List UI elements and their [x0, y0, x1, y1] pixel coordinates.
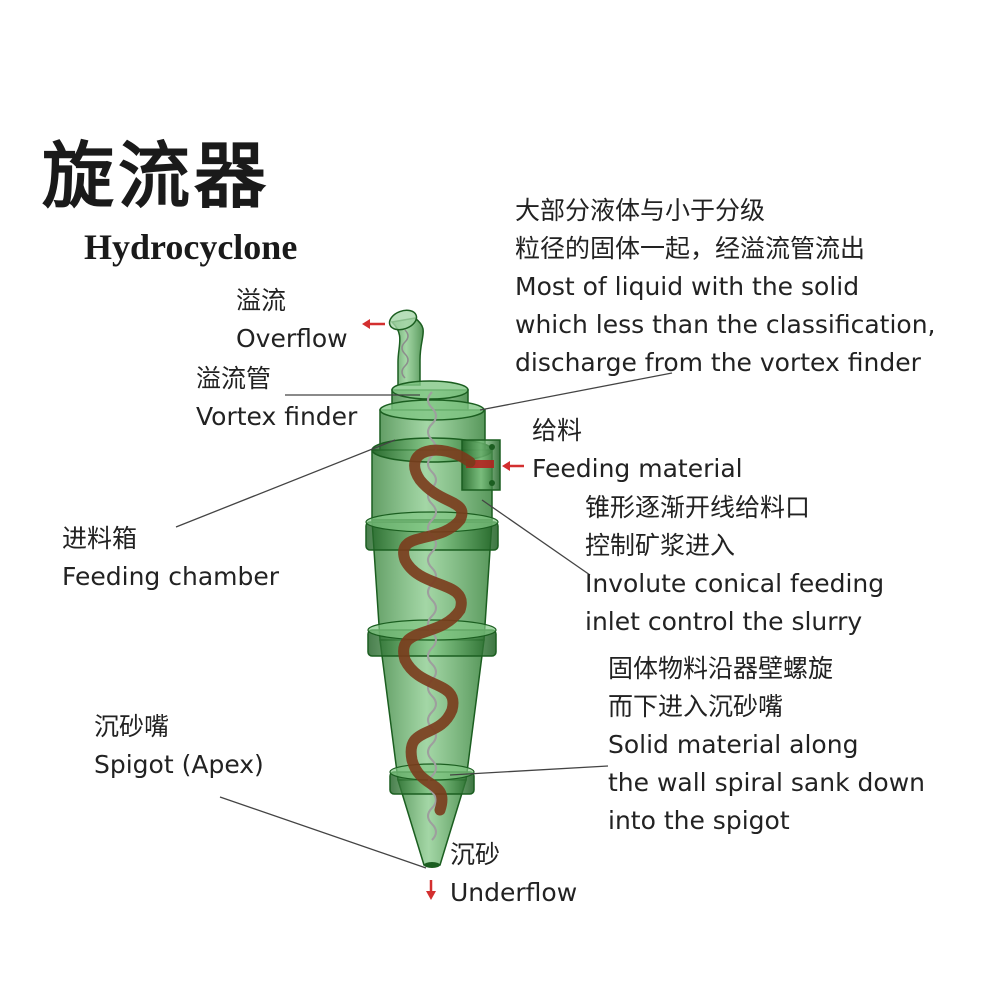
- overflow-label-en: Overflow: [236, 324, 348, 353]
- underflow-arrow-icon: [426, 880, 436, 900]
- feeding-material-label-cn: 给料: [532, 416, 583, 445]
- inlet-note-en2: inlet control the slurry: [585, 607, 863, 636]
- spigot-label-en: Spigot (Apex): [94, 750, 264, 779]
- solid-note-en2: the wall spiral sank down: [608, 768, 925, 797]
- leader-spigot: [219, 796, 427, 869]
- inner-upward-spiral: [427, 391, 437, 841]
- feed-arrow-icon: [502, 461, 524, 471]
- leader-lines: [175, 372, 673, 869]
- feeding-chamber-label-en: Feeding chamber: [62, 562, 280, 591]
- vortex-finder-label-cn: 溢流管: [196, 364, 272, 393]
- vortex-finder-label: 溢流管 Vortex finder: [196, 360, 357, 436]
- inlet-note-cn1: 锥形逐渐开线给料口: [585, 493, 811, 522]
- cone-body: [371, 519, 493, 866]
- solid-note-cn2: 而下进入沉砂嘴: [608, 692, 784, 721]
- feeding-chamber-label-cn: 进料箱: [62, 524, 138, 553]
- title-english: Hydrocyclone: [84, 227, 298, 267]
- discharge-note-cn2: 粒径的固体一起，经溢流管流出: [515, 234, 866, 263]
- feeding-material-label-en: Feeding material: [532, 454, 743, 483]
- discharge-note-en3: discharge from the vortex finder: [515, 348, 921, 377]
- overflow-label-cn: 溢流: [236, 286, 287, 315]
- discharge-note: 大部分液体与小于分级 粒径的固体一起，经溢流管流出 Most of liquid…: [515, 192, 935, 382]
- spigot-label: 沉砂嘴 Spigot (Apex): [94, 708, 264, 784]
- discharge-note-cn1: 大部分液体与小于分级: [515, 196, 766, 225]
- spigot-label-cn: 沉砂嘴: [94, 712, 170, 741]
- solid-downward-spiral: [398, 444, 476, 816]
- discharge-note-en2: which less than the classification,: [515, 310, 936, 339]
- underflow-label-cn: 沉砂: [450, 840, 501, 869]
- feeding-chamber-label: 进料箱 Feeding chamber: [62, 520, 279, 596]
- overflow-arrow-icon: [362, 319, 385, 329]
- underflow-label-en: Underflow: [450, 878, 578, 907]
- feeding-material-label: 给料 Feeding material: [532, 412, 743, 488]
- leader-inlet-note: [481, 499, 591, 576]
- inlet-note-cn2: 控制矿浆进入: [585, 531, 736, 560]
- vortex-finder-label-en: Vortex finder: [196, 402, 358, 431]
- inlet-note-en1: Involute conical feeding: [585, 569, 885, 598]
- discharge-note-en1: Most of liquid with the solid: [515, 272, 860, 301]
- leader-feeding-chamber: [175, 439, 396, 528]
- overflow-label: 溢流 Overflow: [236, 282, 348, 358]
- solid-note: 固体物料沿器壁螺旋 而下进入沉砂嘴 Solid material along t…: [608, 650, 925, 840]
- overflow-pipe: [388, 309, 424, 386]
- leader-discharge-note: [479, 372, 673, 411]
- title-chinese: 旋流器: [42, 134, 271, 218]
- solid-note-en1: Solid material along: [608, 730, 859, 759]
- solid-note-en3: into the spigot: [608, 806, 790, 835]
- solid-note-cn1: 固体物料沿器壁螺旋: [608, 654, 834, 683]
- leader-solid-note: [449, 765, 609, 776]
- underflow-label: 沉砂 Underflow: [450, 836, 577, 912]
- inlet-note: 锥形逐渐开线给料口 控制矿浆进入 Involute conical feedin…: [585, 489, 884, 641]
